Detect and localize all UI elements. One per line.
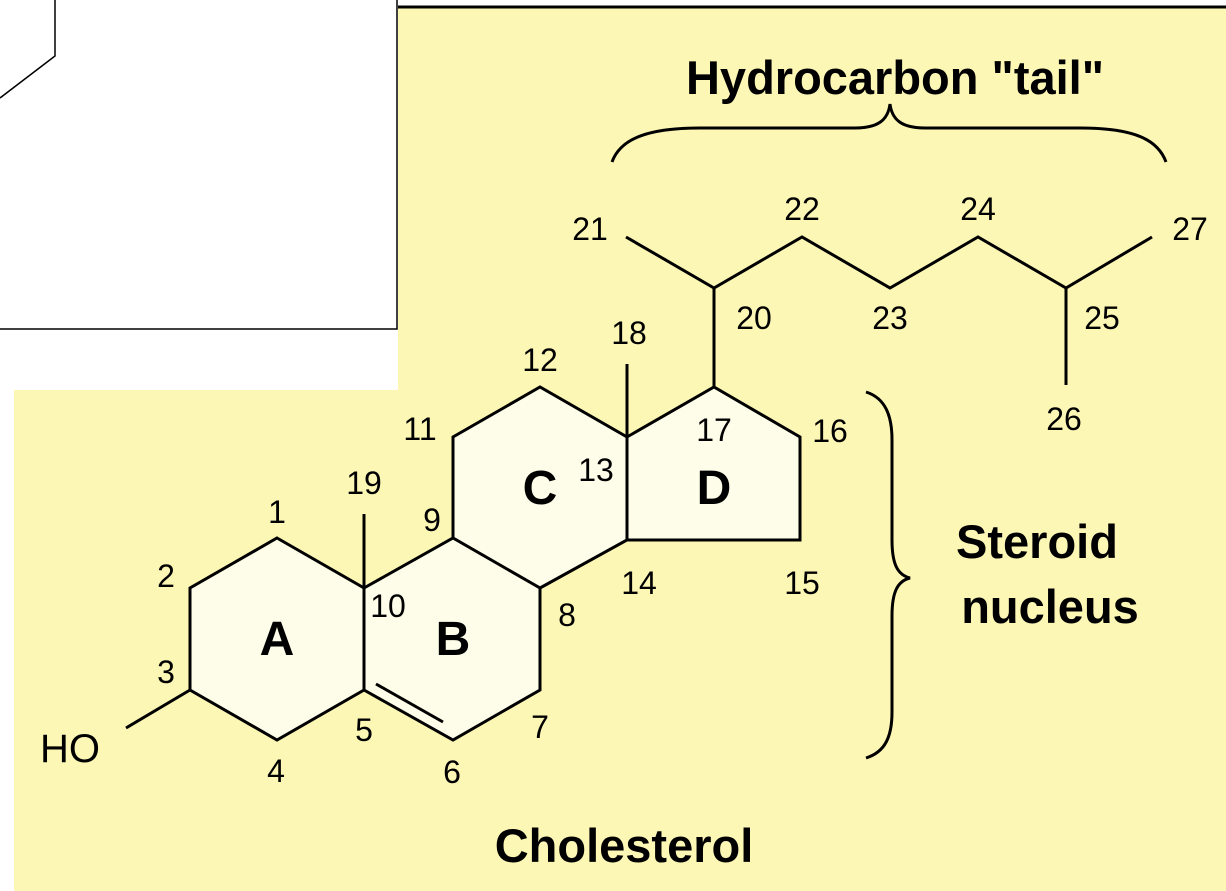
carbon-3: 3 <box>157 654 175 690</box>
inset-box-border <box>0 0 398 330</box>
carbon-18: 18 <box>611 315 647 351</box>
ring-b-bonds <box>363 536 542 742</box>
carbon-12: 12 <box>522 342 558 378</box>
inset-partial-ring <box>0 0 56 99</box>
carbon-7: 7 <box>531 709 549 745</box>
carbon-21: 21 <box>572 211 608 247</box>
carbon-17: 17 <box>696 412 732 448</box>
nucleus-label-line1: Steroid <box>956 515 1118 568</box>
carbon-13: 13 <box>578 452 614 488</box>
hydroxyl-bond <box>125 688 191 730</box>
text-labels: Hydrocarbon "tail" Steroid nucleus Chole… <box>40 51 1208 872</box>
ring-fills <box>190 387 800 740</box>
double-bond-5-6 <box>375 682 444 724</box>
carbon-14: 14 <box>621 565 657 601</box>
carbon-20: 20 <box>736 300 772 336</box>
ring-a-label: A <box>260 613 295 666</box>
ring-d-bonds <box>626 385 802 542</box>
carbon-8: 8 <box>558 597 576 633</box>
carbon-27: 27 <box>1172 211 1208 247</box>
carbon-23: 23 <box>872 300 908 336</box>
carbon-16: 16 <box>812 413 848 449</box>
carbon-26: 26 <box>1046 401 1082 437</box>
carbon-19: 19 <box>346 465 382 501</box>
ring-a-fill <box>190 538 364 740</box>
carbon-6: 6 <box>443 754 461 790</box>
tail-label: Hydrocarbon "tail" <box>686 51 1104 104</box>
carbon-24: 24 <box>960 191 996 227</box>
carbon-11: 11 <box>403 411 436 447</box>
carbon-22: 22 <box>784 191 820 227</box>
yellow-panel-top <box>398 8 1226 408</box>
carbon-10: 10 <box>370 588 406 624</box>
carbon-4: 4 <box>267 753 285 789</box>
carbon-5: 5 <box>355 712 373 748</box>
ring-c-fill <box>453 387 627 588</box>
carbon-25: 25 <box>1084 300 1120 336</box>
tail-brace <box>610 103 1168 163</box>
ring-c-bonds <box>451 385 629 590</box>
carbon-15: 15 <box>784 565 820 601</box>
ring-b-label: B <box>436 613 471 666</box>
carbon-1: 1 <box>268 494 286 530</box>
ring-c-label: C <box>523 462 558 515</box>
compound-title: Cholesterol <box>495 819 754 872</box>
carbon-9: 9 <box>423 502 441 538</box>
bonds <box>125 235 1153 742</box>
nucleus-brace <box>865 390 911 760</box>
hydroxyl-label: HO <box>40 727 100 771</box>
ring-d-label: D <box>697 462 732 515</box>
ring-d-fill <box>627 387 800 540</box>
ring-b-fill <box>364 538 540 740</box>
carbon-2: 2 <box>157 558 175 594</box>
nucleus-label-line2: nucleus <box>961 580 1139 633</box>
braces <box>610 103 1168 760</box>
